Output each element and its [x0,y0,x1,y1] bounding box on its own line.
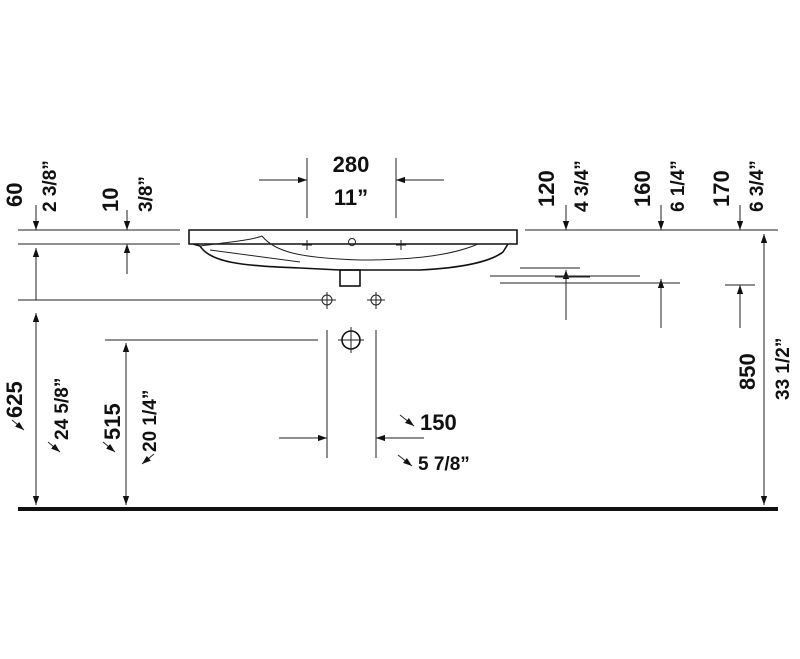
washbasin-outline [188,229,518,287]
label-rim-top-in: 3/8” [136,176,157,212]
label-supply-spacing-mm: 150 [420,410,457,435]
label-supply-height-in: 24 5/8” [52,378,73,440]
label-rim-height-in: 2 3/8” [40,160,61,212]
label-170-in: 6 3/4” [747,160,768,212]
dimension-lines [11,158,778,505]
dimension-labels: 60 2 3/8” 10 3/8” 280 11” 120 4 3/4” 160… [2,152,794,475]
label-160-in: 6 1/4” [668,160,689,212]
label-install-height-in: 33 1/2” [773,338,794,400]
label-120-mm: 120 [534,170,559,207]
label-drain-height-in: 20 1/4” [140,390,161,452]
label-install-height-mm: 850 [735,353,760,390]
label-rim-top-mm: 10 [98,188,123,212]
label-120-in: 4 3/4” [572,160,593,212]
label-tap-spacing-in: 11” [334,185,368,210]
connection-symbols [318,292,385,353]
label-160-mm: 160 [630,170,655,207]
label-rim-height-mm: 60 [2,183,27,207]
label-tap-spacing-mm: 280 [333,152,370,177]
label-supply-spacing-in: 5 7/8” [418,454,470,475]
label-170-mm: 170 [709,170,734,207]
label-drain-height-mm: 515 [100,403,125,440]
label-supply-height-mm: 625 [2,381,27,418]
